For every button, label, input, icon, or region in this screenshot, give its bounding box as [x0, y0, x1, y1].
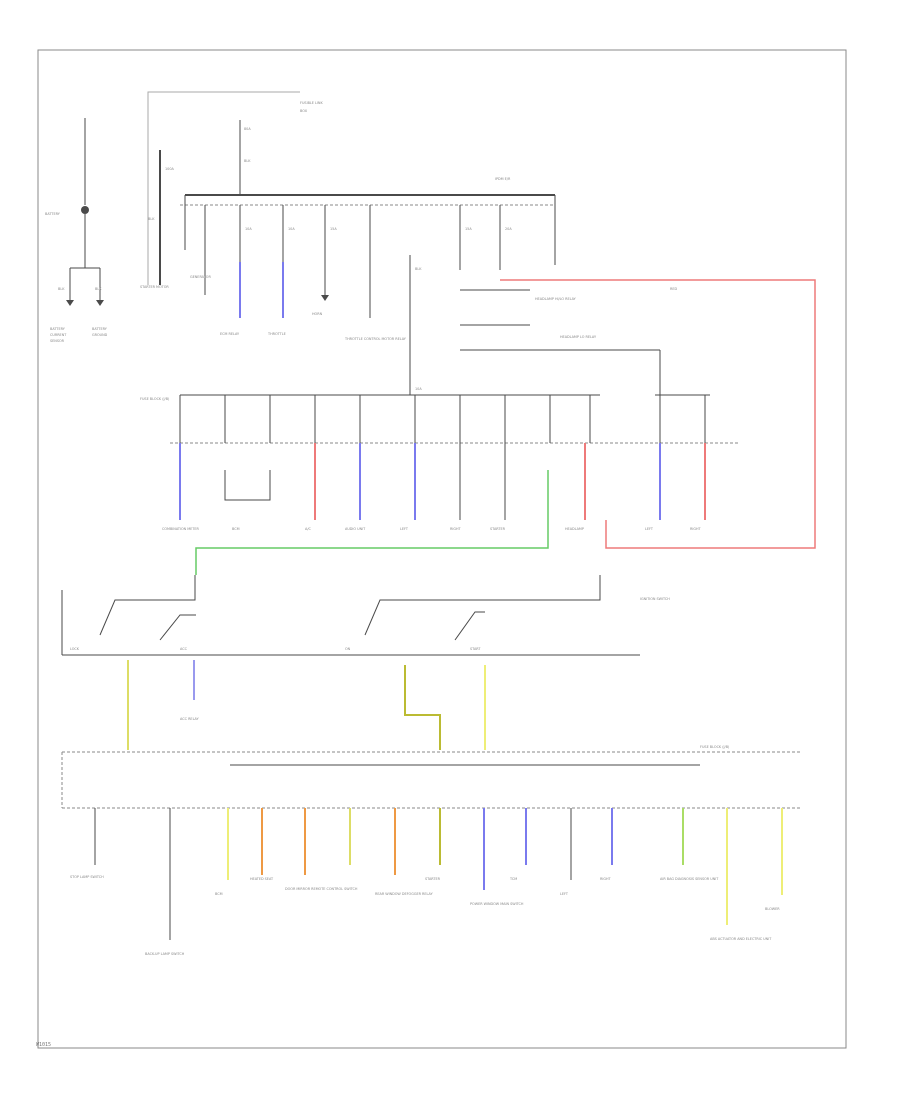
svg-text:10A: 10A — [288, 227, 295, 231]
svg-text:GROUND: GROUND — [92, 333, 108, 337]
svg-text:A/C: A/C — [305, 527, 311, 531]
headlamp-relay-label: HEADLAMP HI/LO RELAY — [535, 297, 577, 301]
svg-text:BLOWER: BLOWER — [765, 907, 780, 911]
svg-text:80A: 80A — [244, 127, 251, 131]
diagram-code: W1015 — [36, 1042, 52, 1048]
svg-text:CURRENT: CURRENT — [50, 333, 67, 337]
svg-text:10A: 10A — [245, 227, 252, 231]
svg-text:BLK: BLK — [95, 287, 102, 291]
fuse-link-feed: FUSIBLE LINK BOX 100A BLK STARTER MOTOR … — [140, 91, 323, 289]
ipdm-label: IPDM E/R — [495, 177, 511, 181]
svg-text:BCM: BCM — [215, 892, 223, 896]
svg-text:START: START — [470, 647, 481, 651]
power-window-label: POWER WINDOW MAIN SWITCH — [470, 902, 524, 906]
rear-window-label: REAR WINDOW DEFOGGER RELAY — [375, 892, 434, 896]
svg-text:20A: 20A — [505, 227, 512, 231]
svg-text:STARTER: STARTER — [490, 527, 506, 531]
back-up-lamp-label: BACK-UP LAMP SWITCH — [145, 952, 185, 956]
battery-circuit: BATTERY BLK BLK BATTERY CURRENT SENSOR B… — [45, 118, 108, 343]
svg-text:LOCK: LOCK — [70, 647, 80, 651]
headlamp-relay: HEADLAMP HI/LO RELAY HEADLAMP LO RELAY — [460, 289, 661, 395]
svg-text:THROTTLE: THROTTLE — [267, 332, 286, 336]
ipdm-bus: IPDM E/R 10A 10A 15A 15A 20A GENERATOR — [180, 177, 556, 318]
generator-label: GENERATOR — [190, 275, 211, 279]
audio-label: AUDIO UNIT — [345, 527, 366, 531]
svg-text:RIGHT: RIGHT — [690, 527, 702, 531]
svg-text:HEADLAMP: HEADLAMP — [565, 527, 584, 531]
svg-text:BOX: BOX — [300, 109, 308, 113]
fuse-link-label: FUSIBLE LINK — [300, 101, 323, 105]
combination-meter-label: COMBINATION METER — [162, 527, 200, 531]
svg-text:HEADLAMP LO RELAY: HEADLAMP LO RELAY — [560, 335, 597, 339]
svg-text:ON: ON — [345, 647, 351, 651]
svg-text:RED: RED — [670, 287, 677, 291]
svg-text:15A: 15A — [465, 227, 472, 231]
svg-text:100A: 100A — [165, 167, 174, 171]
svg-text:LEFT: LEFT — [645, 527, 654, 531]
svg-text:BLK: BLK — [58, 287, 65, 291]
svg-text:LEFT: LEFT — [560, 892, 569, 896]
ecm-relay-label: ECM RELAY — [220, 332, 240, 336]
heated-seat-label: HEATED SEAT — [250, 877, 274, 881]
fuse-block-label: FUSE BLOCK (J/B) — [140, 397, 170, 401]
svg-text:15A: 15A — [330, 227, 337, 231]
starter-label: STARTER MOTOR — [140, 285, 169, 289]
svg-text:SENSOR: SENSOR — [50, 339, 65, 343]
svg-text:HORN: HORN — [312, 312, 323, 316]
battery-label: BATTERY — [45, 212, 61, 216]
abs-label: ABS ACTUATOR AND ELECTRIC UNIT — [710, 937, 772, 941]
door-mirror-label: DOOR MIRROR REMOTE CONTROL SWITCH — [285, 887, 358, 891]
fuse-block: FUSE BLOCK (J/B) — [140, 394, 740, 444]
svg-text:BATTERY: BATTERY — [50, 327, 66, 331]
svg-text:BATTERY: BATTERY — [92, 327, 108, 331]
svg-text:FUSE BLOCK (J/B): FUSE BLOCK (J/B) — [700, 745, 730, 749]
tcm-label: TCM — [509, 877, 517, 881]
throttle-label: THROTTLE CONTROL MOTOR RELAY — [344, 337, 407, 341]
acc-relay-label: ACC RELAY — [180, 717, 200, 721]
svg-text:STARTER: STARTER — [425, 877, 441, 881]
diagram-frame — [37, 49, 847, 1049]
svg-text:RIGHT: RIGHT — [450, 527, 462, 531]
svg-text:10A: 10A — [415, 387, 422, 391]
svg-text:BLK: BLK — [148, 217, 155, 221]
ignition-switch: IGNITION SWITCH LOCK ACC ON START — [61, 575, 670, 656]
ignition-switch-label: IGNITION SWITCH — [640, 597, 670, 601]
air-bag-label: AIR BAG DIAGNOSIS SENSOR UNIT — [660, 877, 719, 881]
stop-lamp-label: STOP LAMP SWITCH — [70, 875, 104, 879]
svg-text:ACC: ACC — [180, 647, 188, 651]
svg-text:BLK: BLK — [415, 267, 422, 271]
svg-text:BLK: BLK — [244, 159, 251, 163]
svg-text:RIGHT: RIGHT — [600, 877, 612, 881]
svg-text:BCM: BCM — [232, 527, 240, 531]
svg-text:LEFT: LEFT — [400, 527, 409, 531]
lower-fuse-block: FUSE BLOCK (J/B) — [61, 745, 800, 809]
